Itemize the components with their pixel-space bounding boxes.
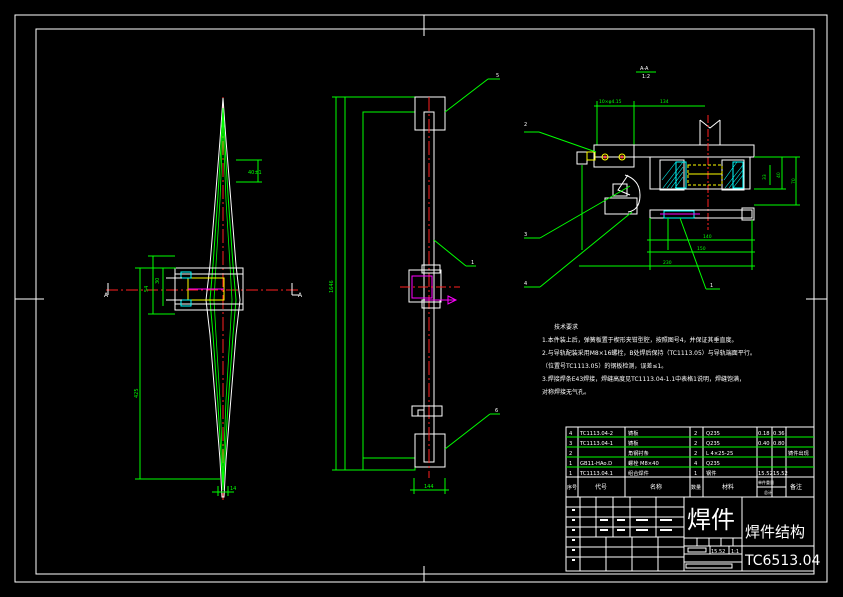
bom-name: 角钢衬条: [628, 449, 649, 457]
bom-name: 组合焊件: [628, 469, 649, 477]
section-dim-bot3: 230: [663, 260, 672, 266]
bom-code: TC1113.04-1: [579, 441, 613, 447]
notes-line: 3.焊接焊条E43焊接，焊缝高度见TC1113.04-1.1中表格1说明，焊缝饱…: [542, 375, 745, 383]
bom-no: 4: [569, 431, 573, 437]
side-label-top: 5: [496, 73, 499, 79]
bom-qty: 1: [694, 471, 697, 477]
bom-total: 15.52: [773, 471, 788, 477]
bom-qty: 2: [694, 431, 697, 437]
bom-header-remark: 备注: [790, 483, 802, 491]
section-label-a: 2: [524, 122, 527, 128]
section-dim-right2: 40: [776, 172, 782, 178]
front-view: A A 40±1 425 54 30 14: [104, 97, 303, 500]
bom-material: Q235: [706, 431, 720, 437]
title-block: [565, 496, 815, 572]
section-title: A-A: [640, 66, 649, 72]
notes-line: 2.与导轨配装采用M8×16螺栓，B处焊后保持（TC1113.05）与导轨端面平…: [542, 349, 756, 357]
bom-text: 4 TC1113.04-2 铸板 2 Q235 0.18 0.36 3 TC11…: [569, 429, 809, 477]
front-dim-total: 425: [134, 388, 140, 398]
front-dim-mid1: 54: [144, 286, 150, 292]
bom-name: 铸板: [628, 429, 639, 437]
front-dim-top: 40±1: [248, 170, 262, 176]
bom-weight: 0.18: [758, 431, 770, 437]
section-dim-right3: 70: [791, 178, 797, 184]
drawing-frame: [14, 14, 828, 583]
notes-heading: 技术要求: [554, 323, 578, 331]
bom-no: 1: [569, 471, 572, 477]
section-dim-right1: 33: [762, 174, 768, 180]
svg-text:A: A: [298, 292, 303, 299]
side-dim-total: 1646: [329, 280, 335, 293]
side-label-bottom: 6: [495, 408, 498, 414]
bom-remark: 铸件出现: [788, 449, 809, 457]
bom-weight: 0.40: [758, 441, 770, 447]
section-label-c: 4: [524, 281, 527, 287]
title-scale: 1:1: [731, 549, 739, 555]
bom-no: 2: [569, 451, 572, 457]
bom-code: GB11-HAo.D: [580, 461, 612, 467]
notes-line: 1.本件装上后，弹簧板置于楔形夹钳型腔，按照图号4，并保证其垂直度。: [542, 336, 738, 344]
title-mass: 15.52: [711, 549, 725, 555]
bom-code: TC1113.04-2: [579, 431, 613, 437]
bom-header-material: 材料: [722, 483, 734, 491]
bom-no: 1: [569, 461, 572, 467]
bom-header-total: 总计: [764, 489, 772, 495]
side-label-mid: 1: [471, 260, 474, 266]
bom-code: TC1113.04.1: [579, 471, 613, 477]
bom-material: Q235: [706, 461, 720, 467]
bom-weight: 15.52: [758, 471, 773, 477]
front-dim-mid2: 30: [155, 278, 161, 284]
bom-header-code: 代号: [595, 483, 607, 491]
section-label-b: 3: [524, 232, 527, 238]
section-dim-bot2: 150: [697, 246, 706, 252]
section-label-d: 1: [710, 283, 713, 289]
bom-material: 钢件: [706, 469, 716, 477]
bom-name: 铸板: [628, 439, 639, 447]
bom-qty: 2: [694, 451, 697, 457]
bom-name: 螺栓 M8×40: [628, 459, 659, 467]
title-material: 焊件: [687, 506, 735, 534]
bom-total: 0.80: [773, 441, 785, 447]
bom-header-qty: 数量: [691, 484, 701, 491]
side-view: 5 1 6 1646 144: [329, 73, 500, 494]
section-scale: 1:2: [642, 74, 650, 80]
bom-no: 3: [569, 441, 572, 447]
title-grid-marks: [572, 509, 672, 561]
title-part-name: 焊件结构: [745, 523, 805, 541]
notes-line: （位置号TC1113.05）的钢板检测，误差≤1。: [542, 362, 667, 370]
bom-header-no: 序号: [567, 484, 577, 491]
section-dim-top2: 134: [660, 99, 669, 105]
svg-text:A: A: [104, 292, 109, 299]
notes-line: 对称焊接无气孔。: [542, 388, 590, 396]
side-dim-width: 144: [424, 484, 434, 490]
bom-qty: 2: [694, 441, 697, 447]
section-dim-bot1: 140: [703, 234, 712, 240]
bom-total: 0.36: [773, 431, 785, 437]
bom-header: 序号 代号 名称 数量 材料 单件重量 总计 备注: [567, 479, 802, 495]
technical-notes: 技术要求 1.本件装上后，弹簧板置于楔形夹钳型腔，按照图号4，并保证其垂直度。 …: [542, 323, 756, 396]
bom-header-weight: 单件重量: [758, 479, 774, 485]
section-view: A-A 1:2 10×φ4.15 134: [524, 66, 800, 290]
bom-material: Q235: [706, 441, 720, 447]
bom-qty: 4: [694, 461, 698, 467]
bom-material: L 4×25-25: [706, 451, 733, 457]
bom-header-name: 名称: [650, 483, 662, 491]
title-drawing-no: TC6513.04: [744, 553, 820, 569]
section-dim-top1: 10×φ4.15: [599, 99, 622, 105]
front-dim-bottom: 14: [230, 486, 236, 492]
